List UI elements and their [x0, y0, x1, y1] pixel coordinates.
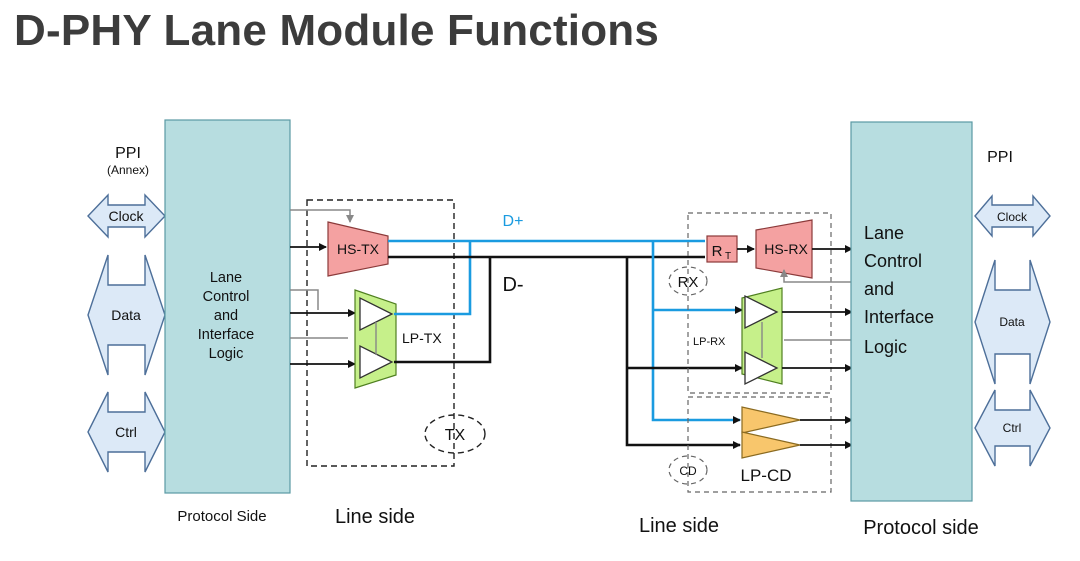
right-data-label: Data — [999, 315, 1025, 329]
d-plus-label: D+ — [503, 213, 524, 230]
right-clock-arrow: Clock — [974, 194, 1051, 238]
d-minus-tap-wire — [625, 257, 741, 449]
right-lane-control-block — [850, 121, 973, 502]
left-annex-label: (Annex) — [107, 163, 149, 177]
hs-rx-block: HS-RX — [755, 219, 813, 279]
left-block-line-3: and — [214, 308, 238, 324]
lp-tx-block: LP-TX — [354, 289, 442, 389]
left-protocol-caption: Protocol Side — [177, 508, 266, 525]
right-ctrl-label: Ctrl — [1003, 421, 1022, 435]
d-minus-label: D- — [502, 274, 523, 296]
hs-rx-label: HS-RX — [764, 241, 808, 257]
rt-label: R — [712, 243, 723, 260]
right-clock-label: Clock — [997, 210, 1028, 224]
left-clock-label: Clock — [108, 208, 144, 224]
right-ppi-label: PPI — [987, 149, 1013, 166]
right-block-line-4: Interface — [864, 307, 934, 327]
right-block-line-1: Lane — [864, 223, 904, 243]
hs-tx-block: HS-TX — [327, 221, 389, 277]
lp-tx-enable-wire — [290, 289, 319, 310]
page-title: D-PHY Lane Module Functions — [14, 6, 660, 55]
hs-tx-enable-wire — [290, 209, 354, 223]
right-line-side-caption: Line side — [639, 515, 719, 537]
cd-tag-label: CD — [679, 464, 697, 478]
lp-cd-label: LP-CD — [740, 466, 791, 485]
left-block-line-4: Interface — [198, 327, 254, 343]
left-block-line-1: Lane — [210, 270, 242, 286]
left-block-line-2: Control — [203, 289, 250, 305]
rt-subscript: T — [725, 251, 731, 262]
left-data-arrow: Data — [87, 254, 166, 376]
cd-tag-ellipse — [668, 455, 708, 485]
left-ctrl-arrow: Ctrl — [87, 391, 166, 473]
left-lane-control-block — [164, 119, 291, 494]
lp-cd-block: LP-CD — [740, 406, 801, 485]
left-block-line-5: Logic — [209, 346, 244, 362]
right-ctrl-arrow: Ctrl — [974, 389, 1051, 467]
lp-tx-d-plus-wire — [394, 241, 472, 316]
right-block-line-5: Logic — [864, 337, 907, 357]
d-plus-tap-wire — [651, 241, 741, 424]
right-protocol-caption: Protocol side — [863, 517, 979, 539]
left-data-label: Data — [111, 307, 141, 323]
right-block-line-2: Control — [864, 251, 922, 271]
lp-rx-block: LP-RX — [693, 287, 783, 386]
lp-tx-label: LP-TX — [402, 330, 442, 346]
tx-dashed-boundary — [306, 199, 455, 467]
right-block-line-3: and — [864, 279, 894, 299]
termination-resistor — [706, 235, 738, 263]
lp-tx-d-minus-wire — [394, 257, 492, 364]
tx-tag-label: TX — [445, 427, 466, 444]
rx-tag-label: RX — [678, 274, 699, 291]
tx-tag-ellipse — [424, 414, 486, 454]
left-line-side-caption: Line side — [335, 506, 415, 528]
left-ctrl-label: Ctrl — [115, 424, 137, 440]
left-clock-arrow: Clock — [87, 193, 166, 239]
left-ppi-label: PPI — [115, 145, 141, 162]
rx-tag-ellipse — [668, 266, 708, 296]
hs-rx-enable-wire — [780, 269, 852, 283]
hs-tx-label: HS-TX — [337, 241, 380, 257]
right-data-arrow: Data — [974, 259, 1051, 385]
lp-rx-label: LP-RX — [693, 336, 726, 348]
